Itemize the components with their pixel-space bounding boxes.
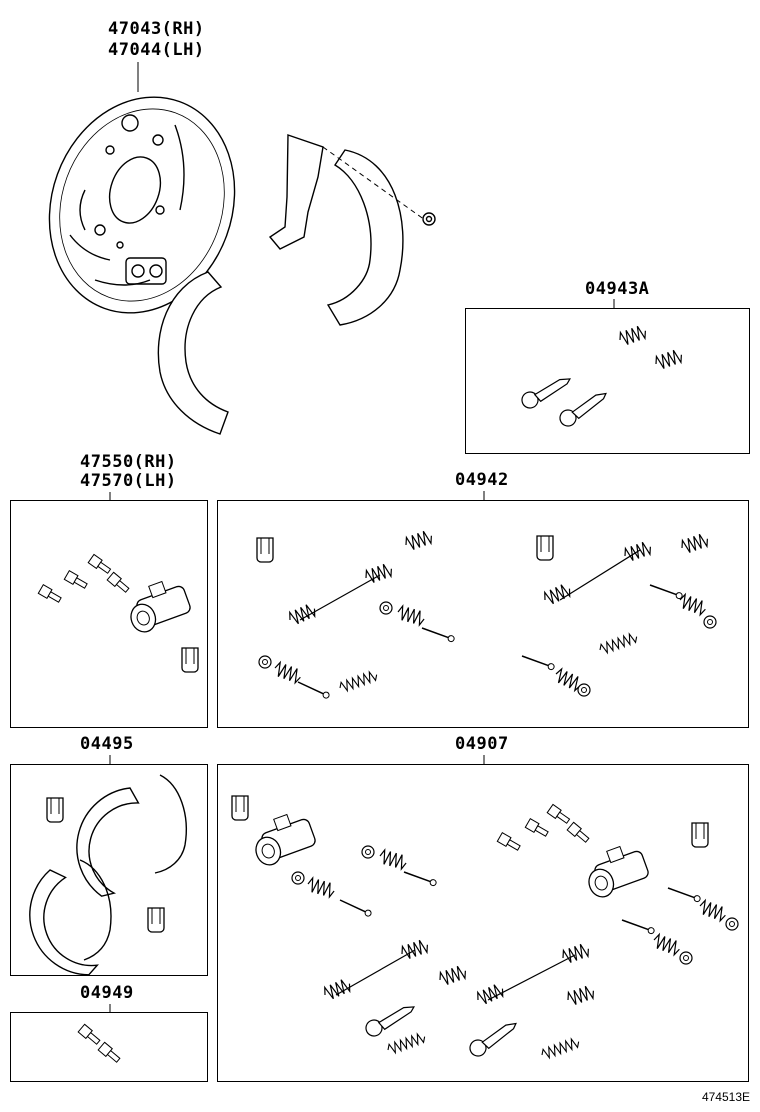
wheel-cylinder-parts: [37, 553, 199, 673]
kit-box-04949: [10, 1012, 208, 1082]
diagram-id: 474513E: [701, 1090, 750, 1104]
label-47570-lh: 47570(LH): [80, 471, 177, 491]
kit-04949-parts: [77, 1023, 122, 1065]
brake-shoes-illustration: [158, 135, 435, 434]
label-47043-rh: 47043(RH): [108, 19, 205, 39]
kit-box-04942: [217, 500, 749, 728]
label-04907: 04907: [455, 734, 509, 754]
backing-plate-illustration: [20, 71, 264, 339]
label-04942: 04942: [455, 470, 509, 490]
kit-04943a-parts: [518, 323, 685, 429]
label-47044-lh: 47044(LH): [108, 40, 205, 60]
label-04943a: 04943A: [585, 279, 650, 299]
label-47550-rh: 47550(RH): [80, 452, 177, 472]
label-04495: 04495: [80, 734, 134, 754]
kit-04495-parts: [21, 775, 186, 984]
kit-04942-parts: [256, 528, 717, 700]
kit-box-04943a: [465, 308, 750, 454]
kit-box-04495: [10, 764, 208, 976]
kit-04907-parts: [231, 795, 739, 1061]
label-04949: 04949: [80, 983, 134, 1003]
kit-box-wheel-cylinder: [10, 500, 208, 728]
kit-box-04907: [217, 764, 749, 1082]
